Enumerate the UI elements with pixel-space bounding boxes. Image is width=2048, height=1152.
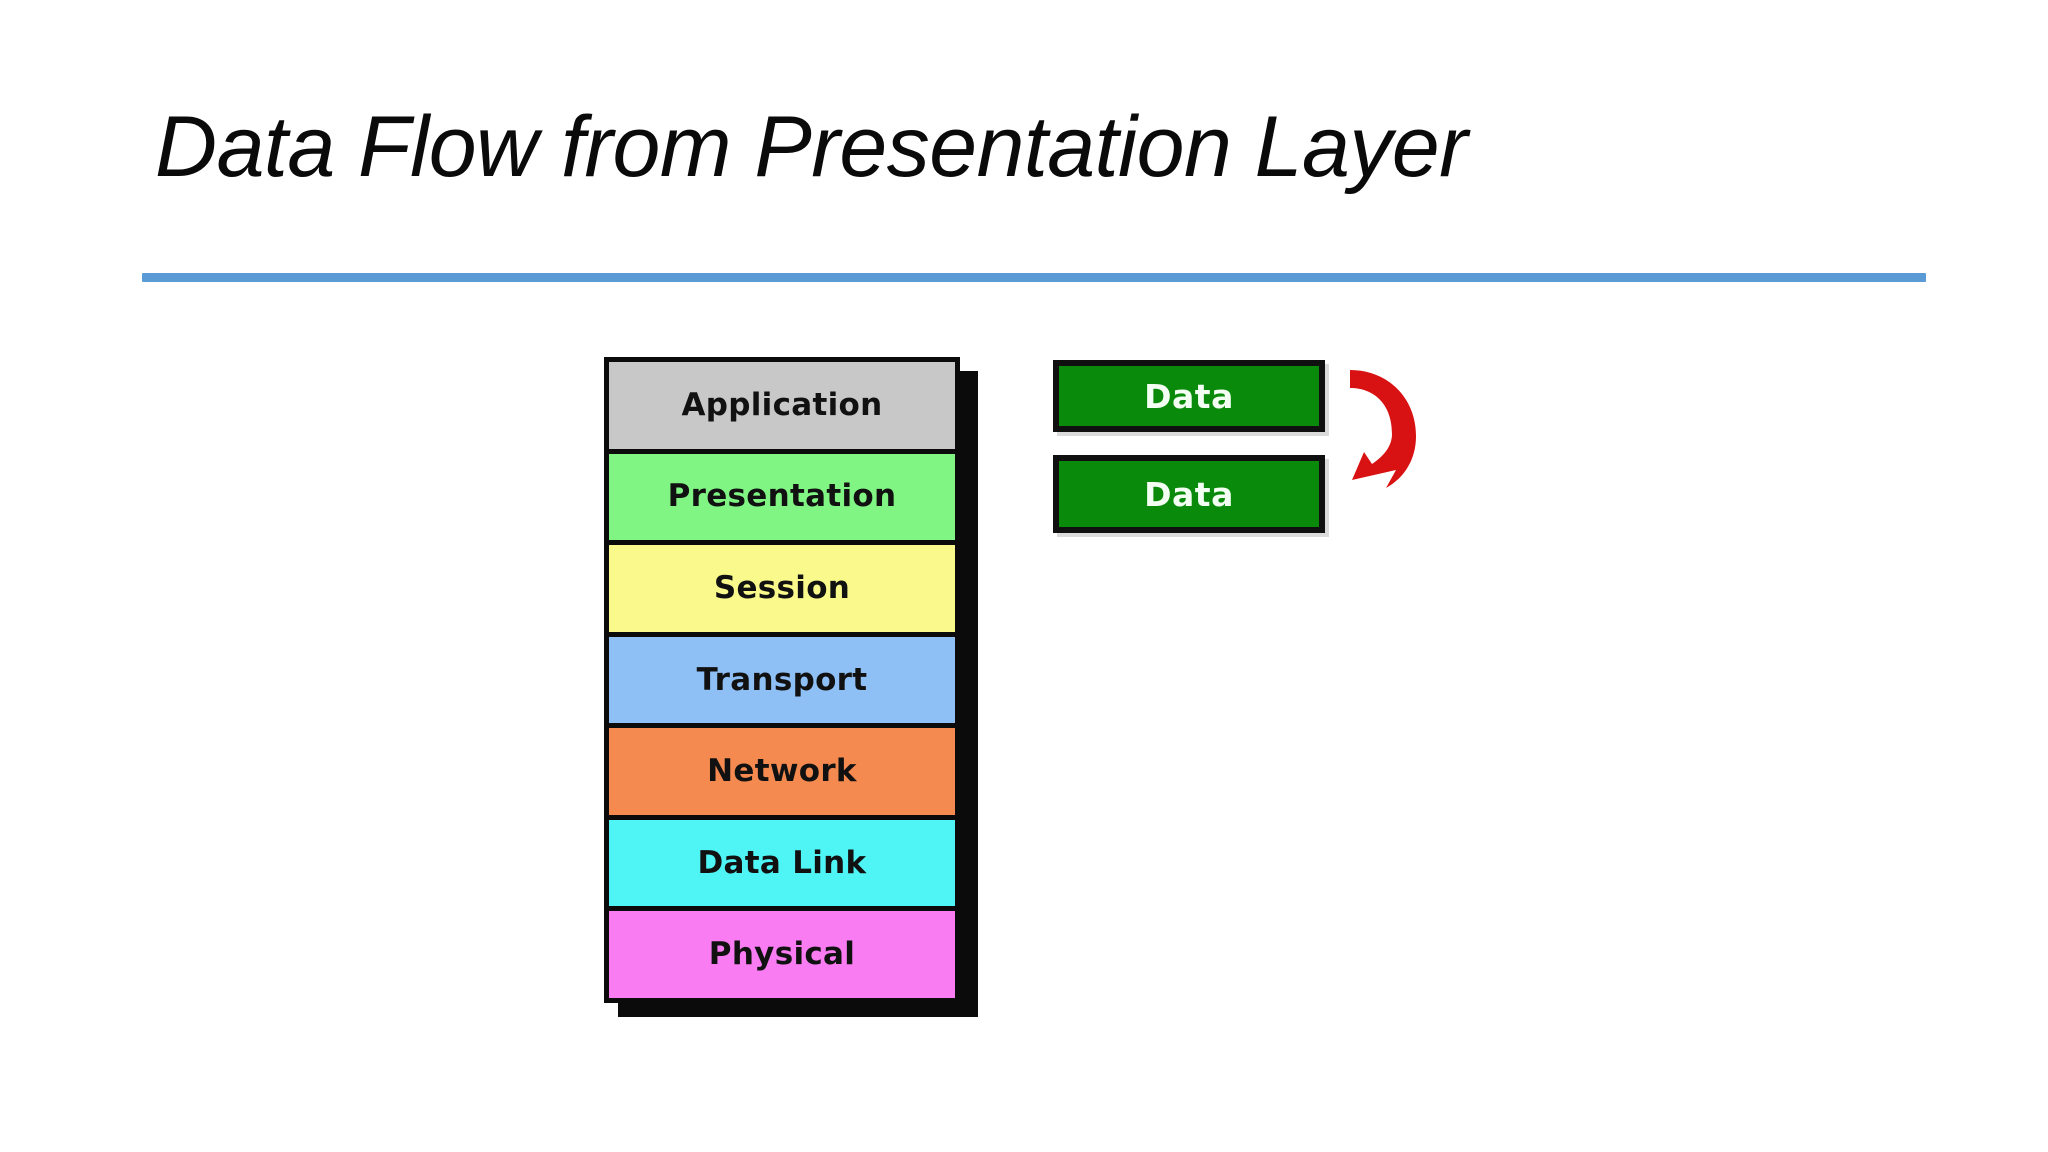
data-packet-box-1[interactable]: Data	[1053, 360, 1325, 432]
arrow-path	[1350, 370, 1416, 488]
layer-label: Physical	[708, 936, 856, 973]
layer-label: Application	[681, 386, 883, 423]
layer-session[interactable]: Session	[609, 545, 955, 632]
layer-data-link[interactable]: Data Link	[609, 819, 955, 907]
layer-network[interactable]: Network	[609, 728, 955, 815]
layer-physical[interactable]: Physical	[609, 911, 955, 999]
layer-label: Presentation	[667, 478, 897, 515]
layer-transport[interactable]: Transport	[609, 636, 955, 724]
layer-label: Session	[713, 569, 851, 606]
stack-layer-list: Application Presentation Session Transpo…	[609, 362, 955, 999]
osi-layer-stack: Application Presentation Session Transpo…	[604, 357, 978, 1017]
layer-application[interactable]: Application	[609, 362, 955, 449]
title-divider	[142, 273, 1926, 282]
curved-down-arrow-icon	[1338, 364, 1428, 500]
data-packet-label: Data	[1144, 474, 1234, 514]
data-packet-label: Data	[1144, 376, 1234, 416]
layer-label: Network	[707, 753, 857, 790]
page-title: Data Flow from Presentation Layer	[155, 99, 1468, 195]
layer-label: Transport	[696, 661, 868, 698]
data-packet-box-2[interactable]: Data	[1053, 455, 1325, 533]
layer-presentation[interactable]: Presentation	[609, 453, 955, 541]
stack-frame: Application Presentation Session Transpo…	[604, 357, 960, 1003]
layer-label: Data Link	[697, 844, 867, 881]
